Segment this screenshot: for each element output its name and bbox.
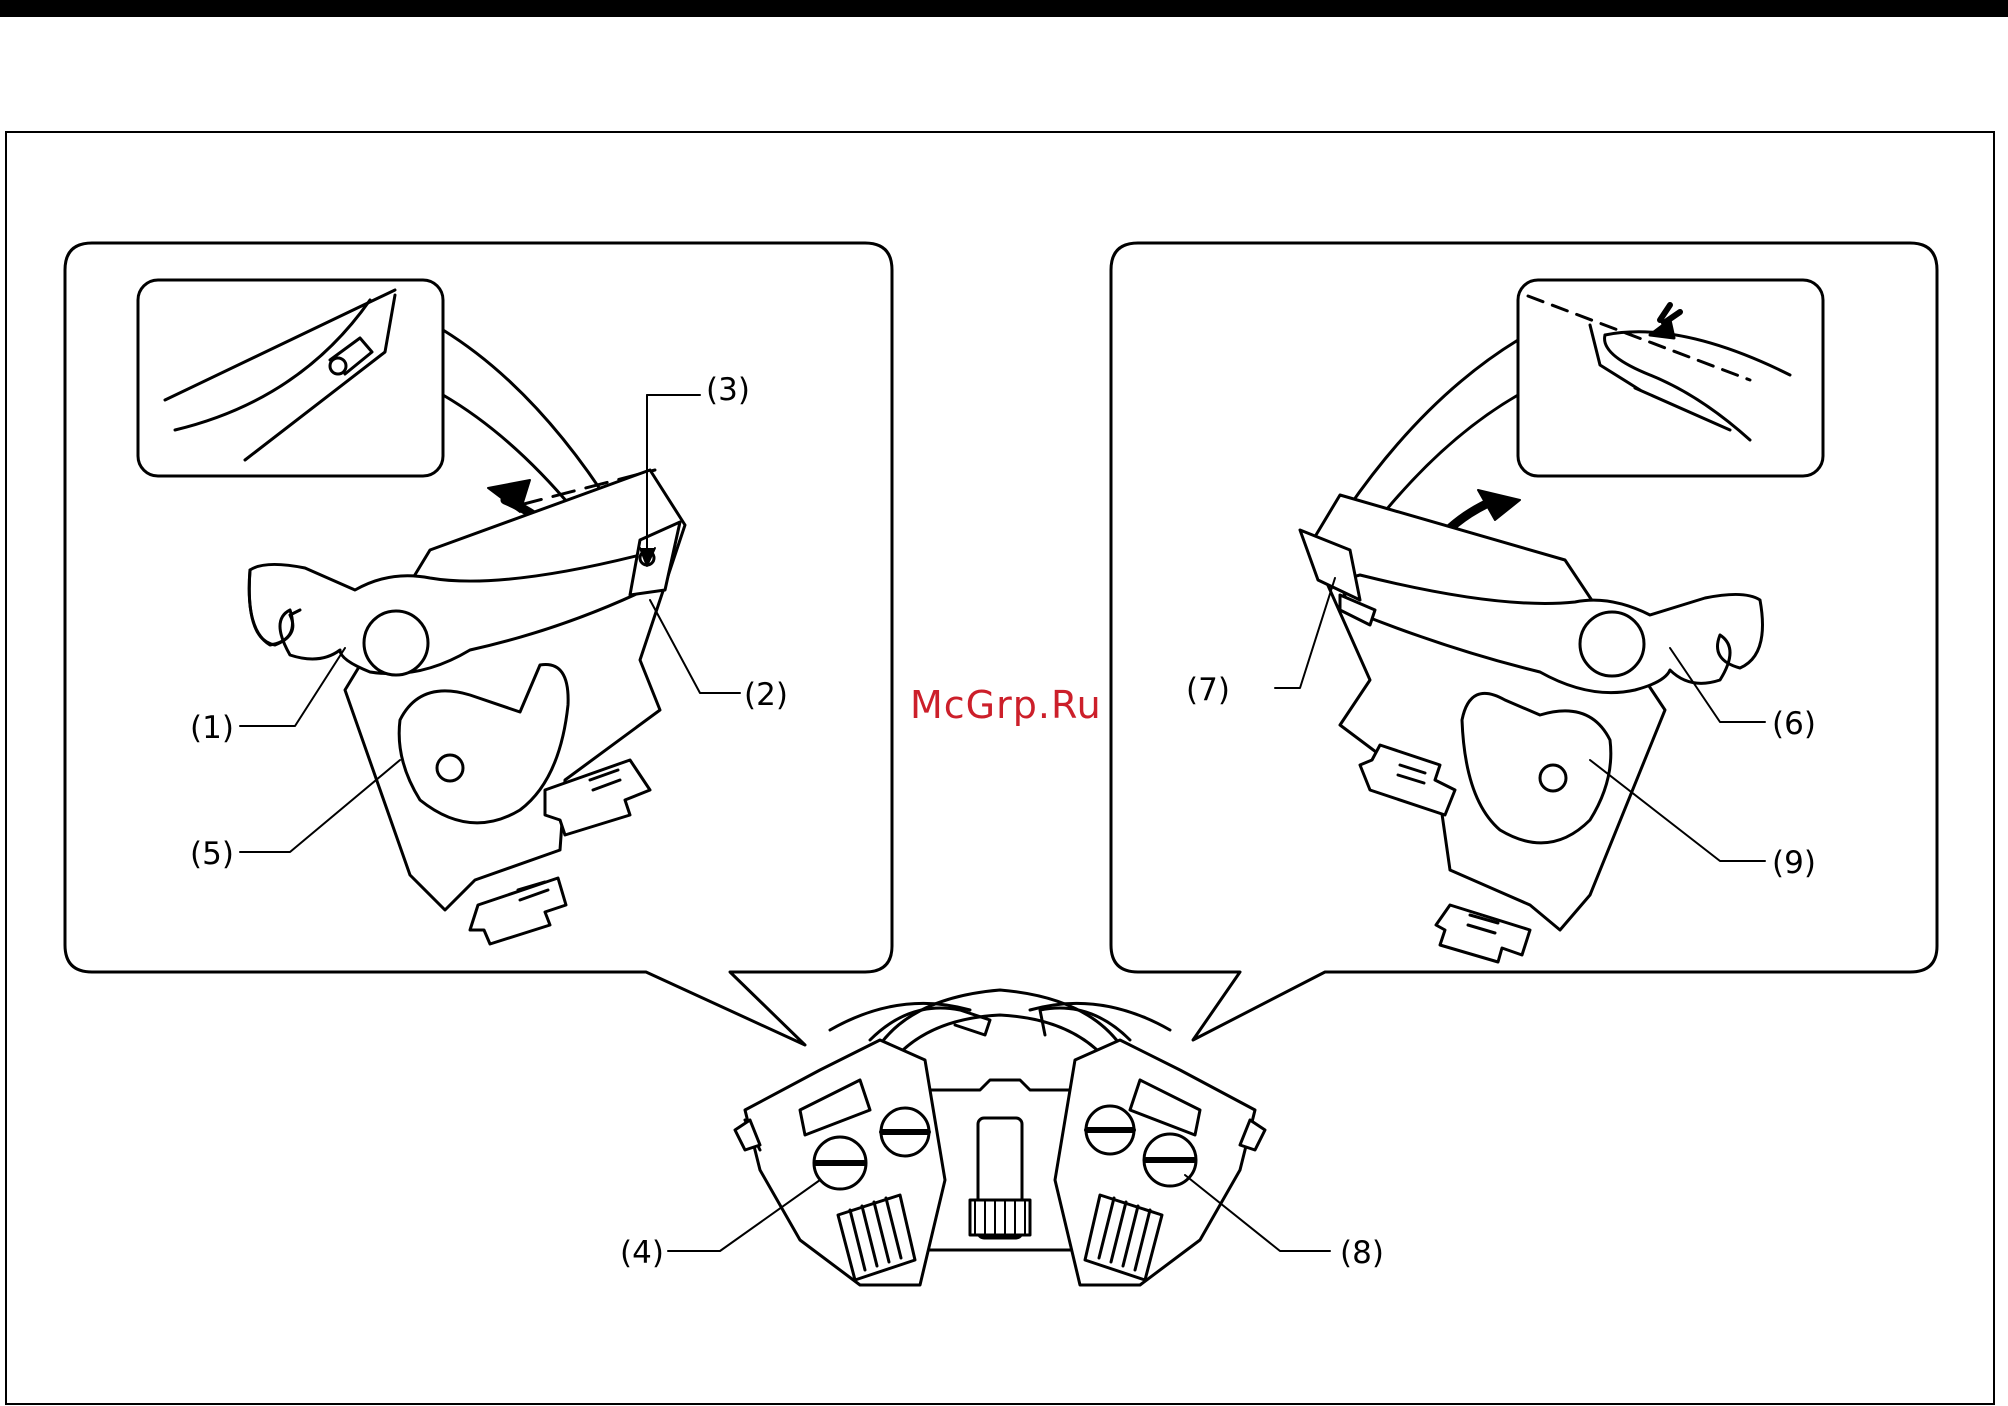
label-4: (4)	[620, 1235, 664, 1271]
hook-assembly-overview	[668, 990, 1330, 1285]
label-2: (2)	[744, 677, 788, 713]
watermark-text: McGrp.Ru	[910, 683, 1102, 727]
left-detail-panel	[65, 243, 892, 1045]
label-7: (7)	[1186, 672, 1230, 708]
label-3: (3)	[706, 372, 750, 408]
label-1: (1)	[190, 710, 234, 746]
label-5: (5)	[190, 836, 234, 872]
label-9: (9)	[1772, 845, 1816, 881]
right-detail-panel	[1111, 243, 1937, 1040]
label-6: (6)	[1772, 706, 1816, 742]
label-8: (8)	[1340, 1235, 1384, 1271]
